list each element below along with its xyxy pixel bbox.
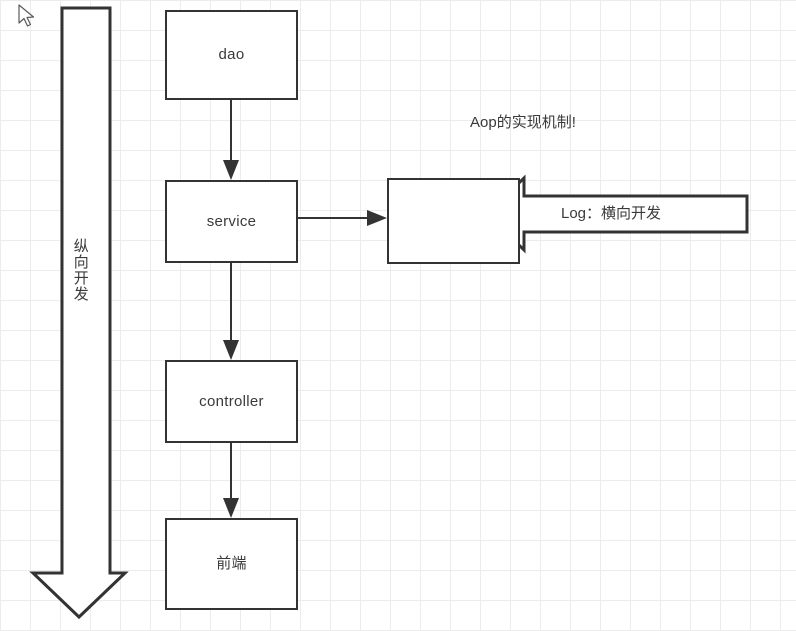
node-frontend[interactable]: 前端: [165, 518, 298, 610]
node-service-label: service: [206, 212, 257, 230]
log-arrow-label: Log：横向开发: [561, 205, 662, 222]
node-aop-target[interactable]: [387, 178, 520, 264]
node-controller-label: controller: [199, 392, 264, 410]
connector-service-to-aop: [298, 210, 387, 226]
aop-mechanism-note: Aop的实现机制!: [470, 114, 576, 131]
node-frontend-label: 前端: [216, 555, 247, 572]
node-controller[interactable]: controller: [165, 360, 298, 443]
node-service[interactable]: service: [165, 180, 298, 263]
node-dao[interactable]: dao: [165, 10, 298, 100]
mouse-pointer-icon: [18, 4, 35, 27]
node-dao-label: dao: [218, 46, 245, 63]
vertical-development-label: 纵向开发: [71, 238, 89, 302]
log-block-arrow: [484, 174, 749, 254]
connector-service-to-controller: [223, 263, 239, 360]
vertical-development-arrow: [29, 6, 129, 620]
connector-controller-to-frontend: [223, 443, 239, 518]
connector-dao-to-service: [223, 100, 239, 180]
